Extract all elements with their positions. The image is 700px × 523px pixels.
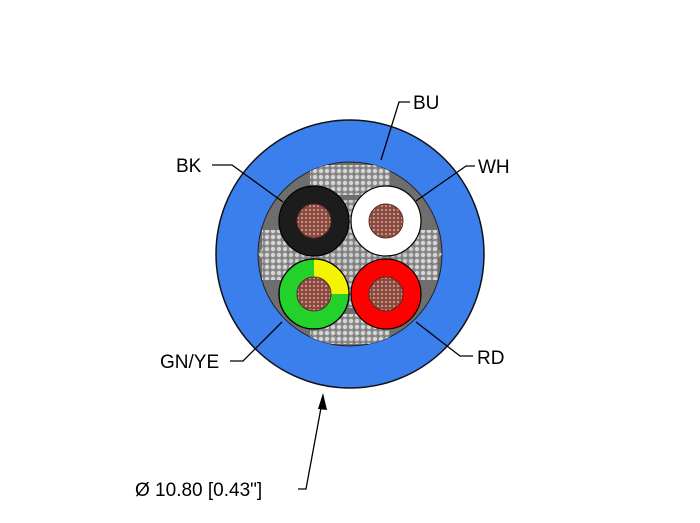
leader-rd [415,321,473,357]
conductor-bk [278,185,350,257]
leader-bk [212,164,284,203]
conductor-gnye [278,258,350,330]
conductor-wh [350,185,422,257]
label-wh: WH [478,157,510,178]
leader-diameter [298,396,324,490]
diameter-arrowhead [318,393,327,410]
label-bu: BU [413,93,439,114]
leader-gnye [230,321,283,362]
label-diameter: Ø 10.80 [0.43"] [135,480,262,501]
leader-wh [415,165,475,202]
label-bk: BK [176,156,202,177]
label-rd: RD [477,348,504,369]
leader-bu [380,101,410,161]
conductor-rd [350,258,422,330]
label-gnye: GN/YE [160,352,219,373]
